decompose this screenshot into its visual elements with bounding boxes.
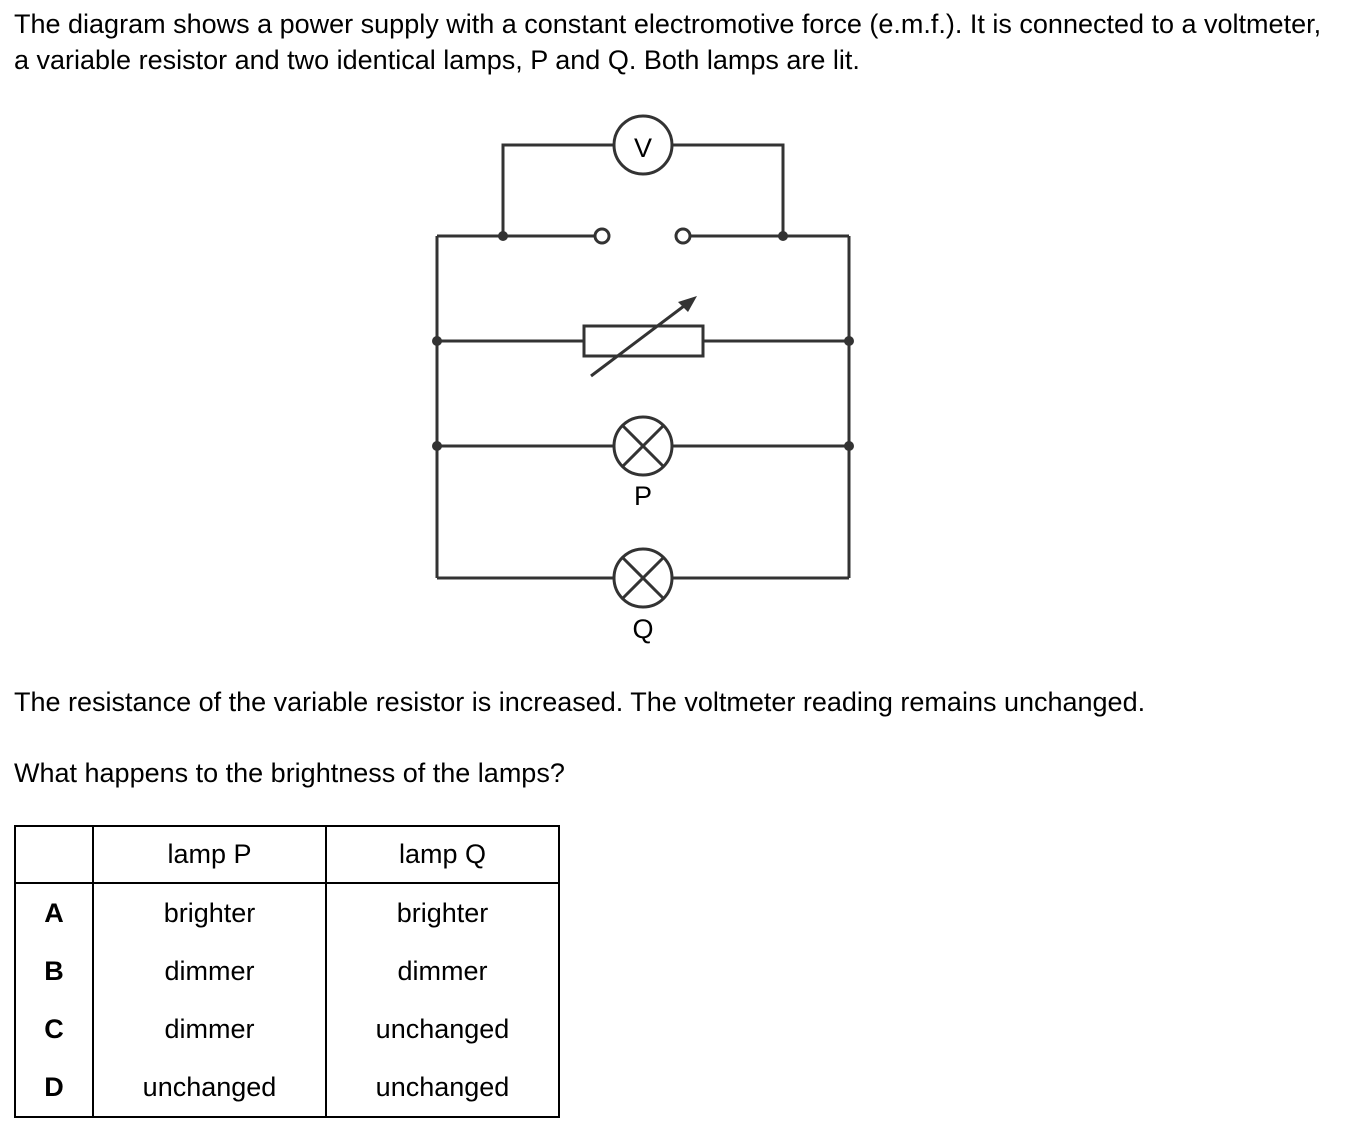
junction-dot <box>432 336 442 346</box>
voltmeter-symbol <box>612 114 674 176</box>
option-letter: C <box>14 1000 94 1058</box>
circuit-diagram: V P Q <box>432 114 854 644</box>
intro-text: The diagram shows a power supply with a … <box>14 9 1322 75</box>
table-row: C dimmer unchanged <box>14 1000 560 1058</box>
option-lamp-q: brighter <box>325 883 560 942</box>
table-header-row: lamp P lamp Q <box>14 826 560 884</box>
table-row: D unchanged unchanged <box>14 1058 560 1117</box>
option-lamp-p: brighter <box>92 883 327 942</box>
option-letter: A <box>14 883 94 942</box>
terminal-right <box>674 227 692 245</box>
lamp-q-label: Q <box>632 614 653 644</box>
table-row: B dimmer dimmer <box>14 942 560 1000</box>
terminal-left <box>593 227 611 245</box>
voltmeter-wire <box>501 143 615 236</box>
lamp-p-symbol <box>612 415 674 477</box>
variable-resistor-arrow <box>590 301 689 378</box>
option-lamp-q: dimmer <box>325 942 560 1000</box>
option-lamp-p: unchanged <box>92 1058 327 1117</box>
junction-dot <box>778 231 788 241</box>
voltmeter-wire-right <box>671 143 785 236</box>
junction-dot <box>432 441 442 451</box>
header-lamp-p: lamp P <box>92 826 327 884</box>
option-lamp-q: unchanged <box>325 1000 560 1058</box>
lamp-q-symbol <box>612 547 674 609</box>
variable-resistor <box>582 324 705 358</box>
question-prompt: What happens to the brightness of the la… <box>14 758 565 788</box>
table-row: A brighter brighter <box>14 883 560 942</box>
arrow-head <box>678 296 697 312</box>
junction-dot <box>498 231 508 241</box>
option-letter: B <box>14 942 94 1000</box>
question-statement: The resistance of the variable resistor … <box>14 687 1146 717</box>
header-blank <box>14 826 94 884</box>
option-lamp-p: dimmer <box>92 942 327 1000</box>
junction-dot <box>844 336 854 346</box>
lamp-p-label: P <box>634 481 652 511</box>
option-lamp-q: unchanged <box>325 1058 560 1117</box>
option-lamp-p: dimmer <box>92 1000 327 1058</box>
option-letter: D <box>14 1058 94 1117</box>
junction-dot <box>844 441 854 451</box>
voltmeter-label: V <box>634 133 652 163</box>
header-lamp-q: lamp Q <box>325 826 560 884</box>
answer-table: lamp P lamp Q A brighter brighter B dimm… <box>14 825 560 1118</box>
